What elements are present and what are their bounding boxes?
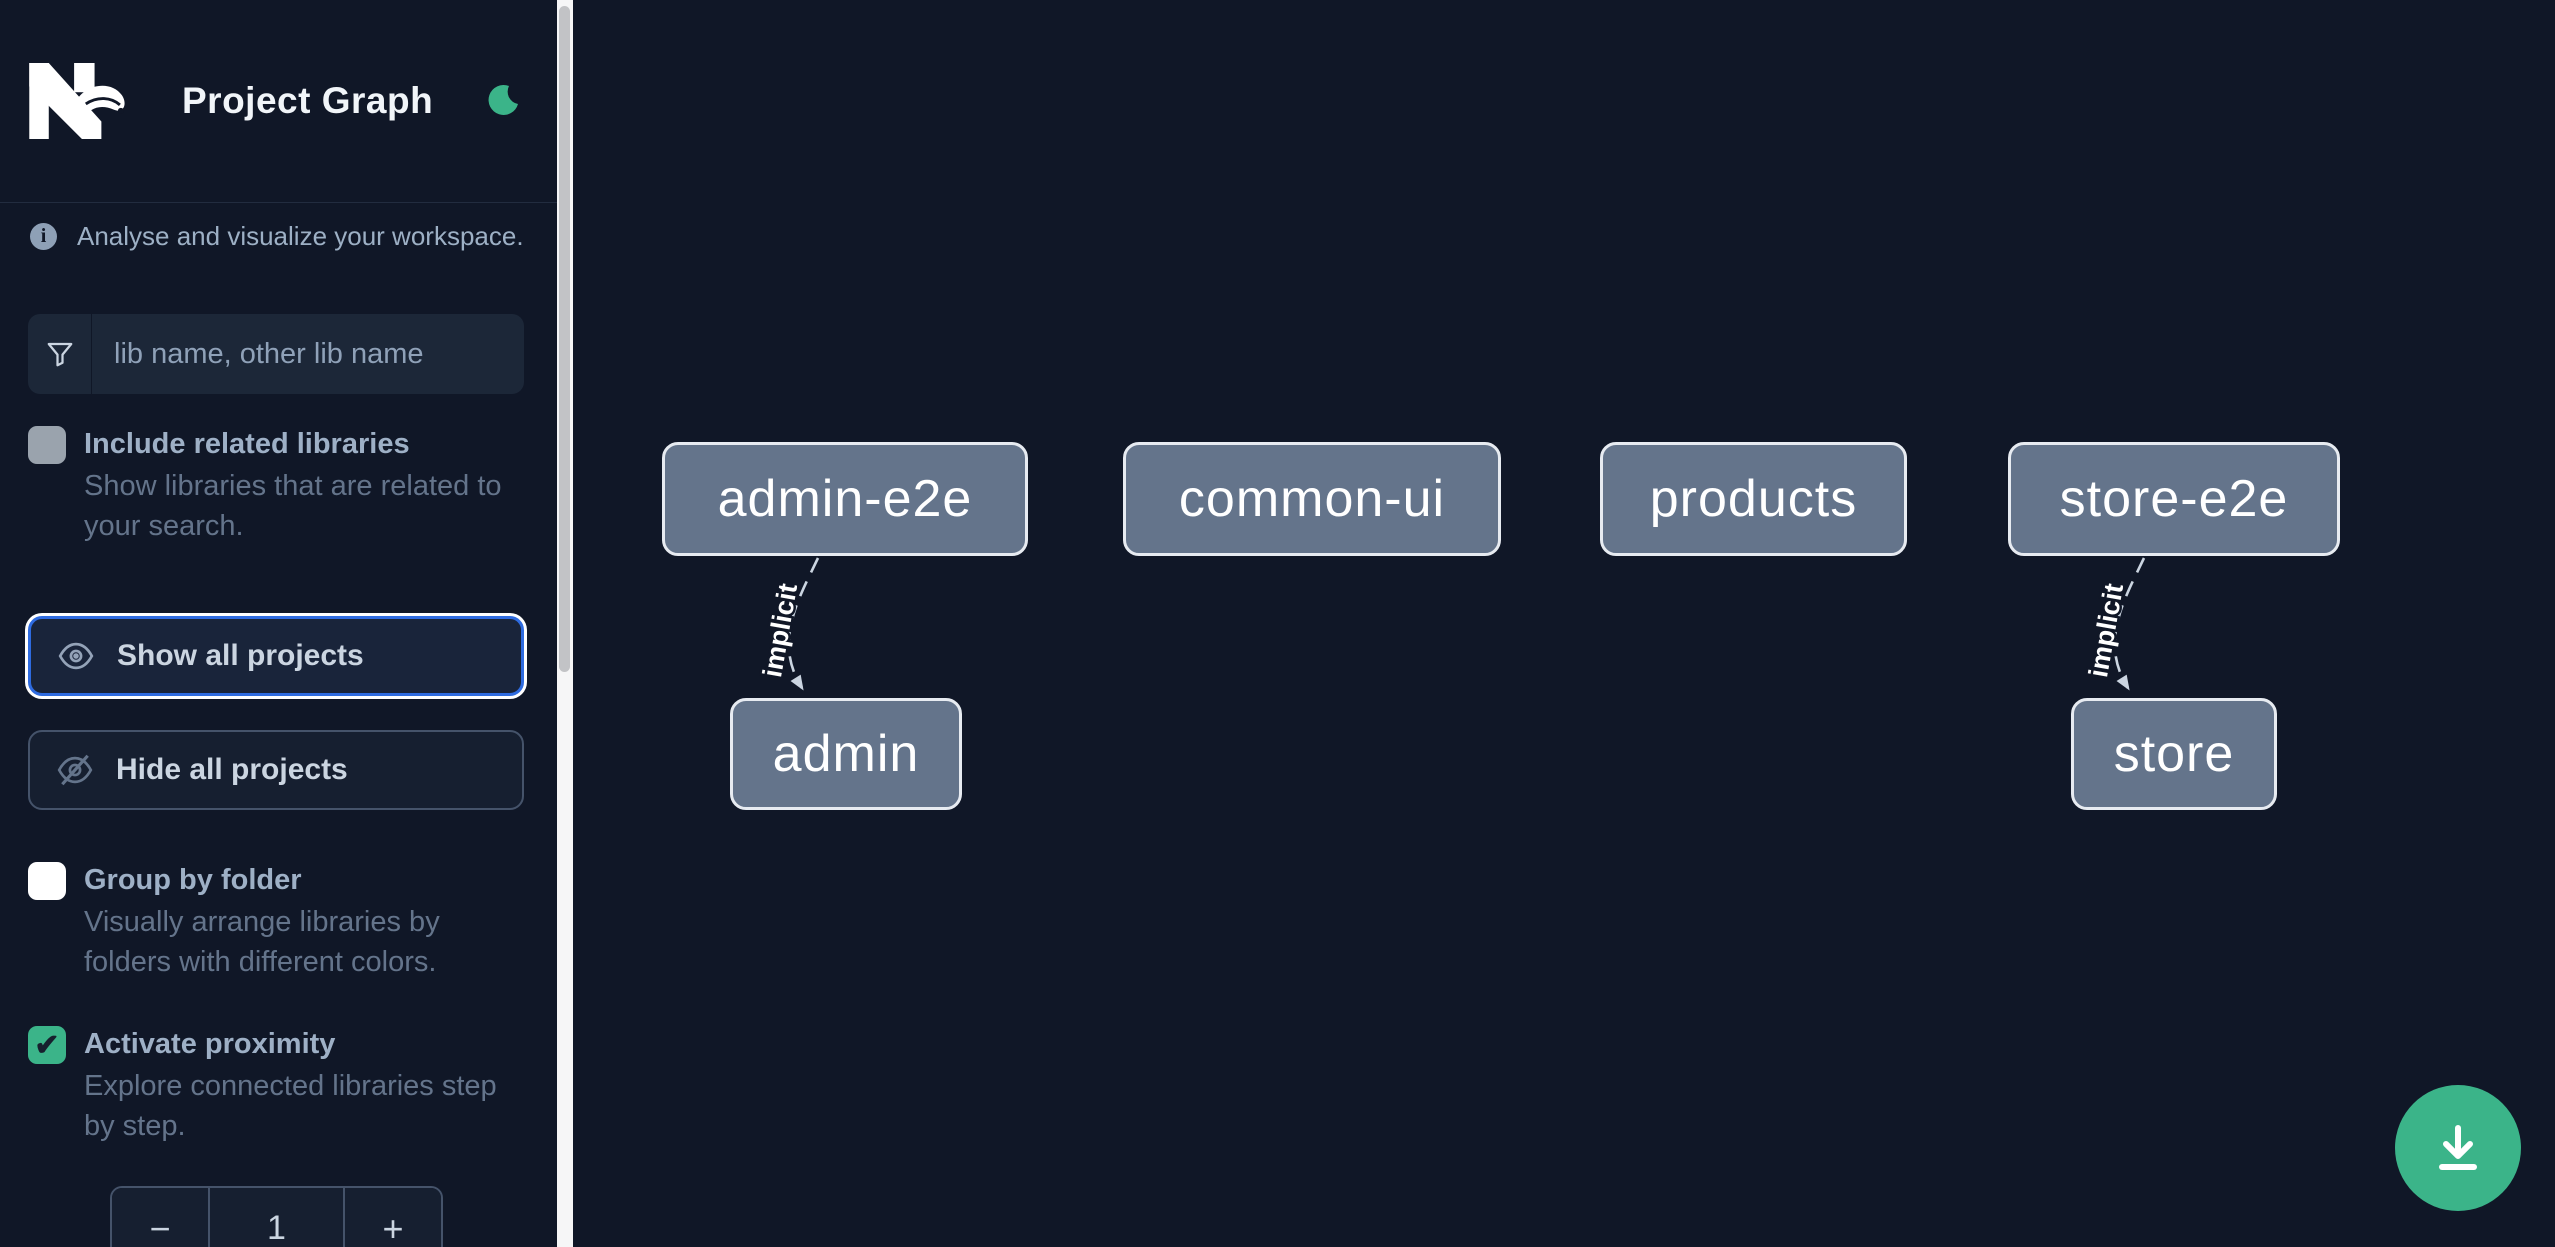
eye-off-icon: [56, 751, 94, 789]
filter-funnel-icon: [28, 314, 92, 394]
graph-node-store-e2e[interactable]: store-e2e: [2008, 442, 2340, 556]
graph-canvas[interactable]: implicit implicit admin-e2e common-ui pr…: [573, 0, 2555, 1247]
theme-toggle-button[interactable]: [481, 79, 525, 123]
nx-logo: [29, 63, 125, 139]
search-input[interactable]: [92, 314, 524, 394]
info-row: i Analyse and visualize your workspace.: [0, 203, 557, 252]
edge-label: implicit: [2083, 581, 2129, 679]
include-related-description: Show libraries that are related to your …: [84, 470, 502, 542]
sidebar-scrollbar-thumb[interactable]: [559, 6, 570, 672]
sidebar-scrollbar[interactable]: [557, 0, 573, 1247]
graph-edges: implicit implicit: [755, 557, 2146, 691]
proximity-decrement-button[interactable]: −: [112, 1188, 210, 1247]
info-icon: i: [30, 223, 57, 250]
graph-node-products[interactable]: products: [1600, 442, 1907, 556]
activate-proximity-description: Explore connected libraries step by step…: [84, 1070, 497, 1142]
activate-proximity-label: Activate proximity: [84, 1028, 336, 1060]
activate-proximity-checkbox[interactable]: ✔: [28, 1026, 66, 1064]
group-by-folder-checkbox[interactable]: [28, 862, 66, 900]
group-by-folder-row: Group by folder Visually arrange librari…: [0, 860, 557, 982]
show-all-projects-button[interactable]: Show all projects: [28, 616, 524, 696]
node-label: products: [1649, 470, 1858, 528]
info-text: Analyse and visualize your workspace.: [77, 221, 524, 251]
include-related-row: Include related libraries Show libraries…: [0, 424, 557, 546]
include-related-checkbox[interactable]: [28, 426, 66, 464]
proximity-stepper: − 1 +: [110, 1186, 443, 1247]
eye-icon: [57, 637, 95, 675]
moon-icon: [488, 84, 519, 115]
graph-node-common-ui[interactable]: common-ui: [1123, 442, 1501, 556]
node-label: common-ui: [1178, 470, 1446, 528]
include-related-label: Include related libraries: [84, 428, 410, 460]
search-box: [28, 314, 524, 394]
node-label: admin: [772, 725, 920, 783]
download-icon: [2439, 1125, 2477, 1170]
show-all-projects-label: Show all projects: [117, 639, 364, 672]
sidebar: Project Graph i Analyse and visualize yo…: [0, 0, 573, 1247]
group-by-folder-description: Visually arrange libraries by folders wi…: [84, 906, 440, 978]
node-label: admin-e2e: [717, 470, 973, 528]
hide-all-projects-label: Hide all projects: [116, 753, 348, 786]
hide-all-projects-button[interactable]: Hide all projects: [28, 730, 524, 810]
graph-node-admin[interactable]: admin: [730, 698, 962, 810]
download-image-button[interactable]: [2395, 1085, 2521, 1211]
graph-node-admin-e2e[interactable]: admin-e2e: [662, 442, 1028, 556]
proximity-increment-button[interactable]: +: [343, 1188, 441, 1247]
node-label: store-e2e: [2059, 470, 2289, 528]
proximity-value: 1: [210, 1188, 343, 1247]
graph-node-store[interactable]: store: [2071, 698, 2277, 810]
node-label: store: [2113, 725, 2235, 783]
group-by-folder-label: Group by folder: [84, 864, 302, 896]
edge-label: implicit: [757, 581, 803, 679]
page-title: Project Graph: [182, 80, 434, 121]
activate-proximity-row: ✔ Activate proximity Explore connected l…: [0, 1024, 557, 1146]
sidebar-header: Project Graph: [0, 0, 557, 203]
